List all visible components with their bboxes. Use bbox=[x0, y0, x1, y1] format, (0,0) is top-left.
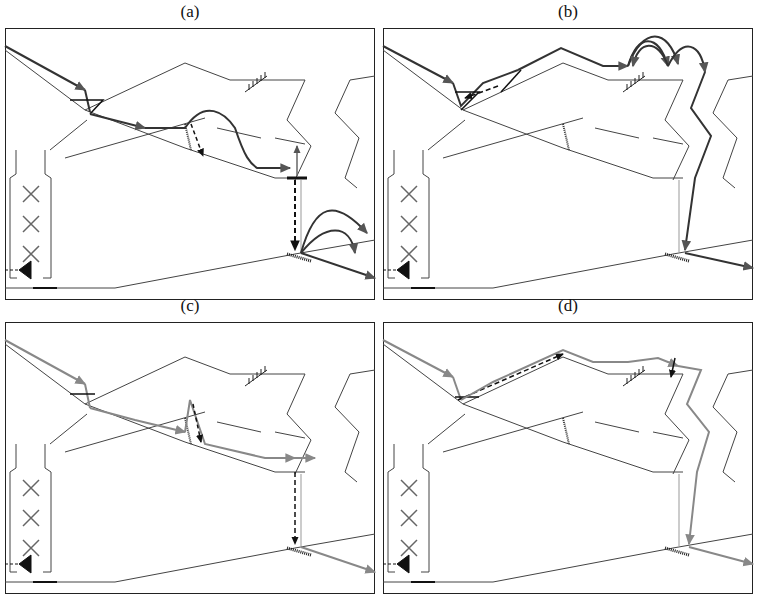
ray-paths bbox=[383, 37, 753, 269]
panel-label: (b) bbox=[558, 2, 578, 22]
panel-label: (c) bbox=[181, 296, 200, 316]
section-outline bbox=[5, 323, 375, 594]
section-outline bbox=[383, 323, 753, 594]
panel-label: (d) bbox=[558, 296, 578, 316]
ray-paths bbox=[5, 46, 375, 278]
ray-paths bbox=[383, 340, 753, 564]
panel-label: (a) bbox=[181, 2, 200, 22]
section-outline bbox=[383, 29, 753, 300]
ray-paths bbox=[5, 340, 375, 572]
section-outline bbox=[5, 29, 375, 300]
